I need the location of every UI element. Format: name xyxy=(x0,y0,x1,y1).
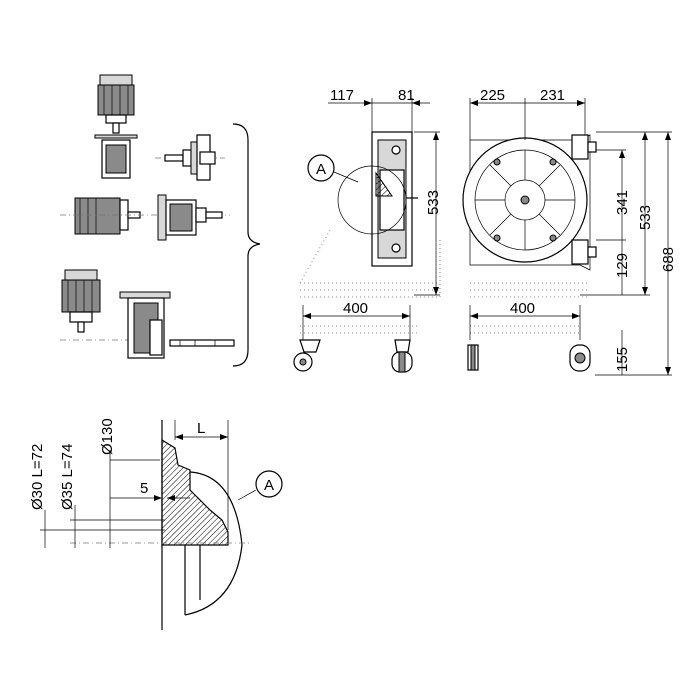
dim-117: 117 xyxy=(330,87,354,104)
side-view-dimensions xyxy=(302,98,440,340)
dim-l74: Ø35 L=74 xyxy=(59,444,76,510)
dim-d130: Ø130 xyxy=(99,418,116,455)
gearbox-variant-vertical xyxy=(119,291,235,359)
motor-variant-vertical-bottom xyxy=(60,269,130,341)
motor-variant-side-shaft xyxy=(155,134,225,181)
dim-l72: Ø30 L=72 xyxy=(29,444,46,510)
side-view xyxy=(293,131,441,373)
dim-129: 129 xyxy=(614,253,631,278)
group-brace xyxy=(232,123,261,367)
motor-variant-horizontal xyxy=(60,197,230,235)
dim-533-front: 533 xyxy=(637,205,654,230)
front-view xyxy=(462,134,597,372)
detail-a-label-bottom: A xyxy=(264,477,274,494)
gearbox-variant-horizontal xyxy=(157,194,223,241)
dim-231: 231 xyxy=(540,87,565,104)
dim-533-side: 533 xyxy=(425,190,442,215)
dim-L: L xyxy=(197,420,205,437)
detail-a-label-side: A xyxy=(316,161,326,178)
dim-81: 81 xyxy=(398,87,415,104)
dim-688: 688 xyxy=(660,247,677,272)
motor-variant-vertical-top xyxy=(94,74,138,179)
dim-155: 155 xyxy=(614,347,631,372)
detail-a-callout-side xyxy=(307,154,359,183)
front-view-dimensions xyxy=(469,98,672,376)
dim-225: 225 xyxy=(480,87,505,104)
dim-341: 341 xyxy=(614,190,631,215)
detail-a-view xyxy=(40,420,250,630)
dim-5: 5 xyxy=(140,480,148,497)
dim-400-front: 400 xyxy=(510,300,535,317)
detail-a-callout-bottom xyxy=(237,470,283,501)
dim-400-side: 400 xyxy=(343,300,368,317)
